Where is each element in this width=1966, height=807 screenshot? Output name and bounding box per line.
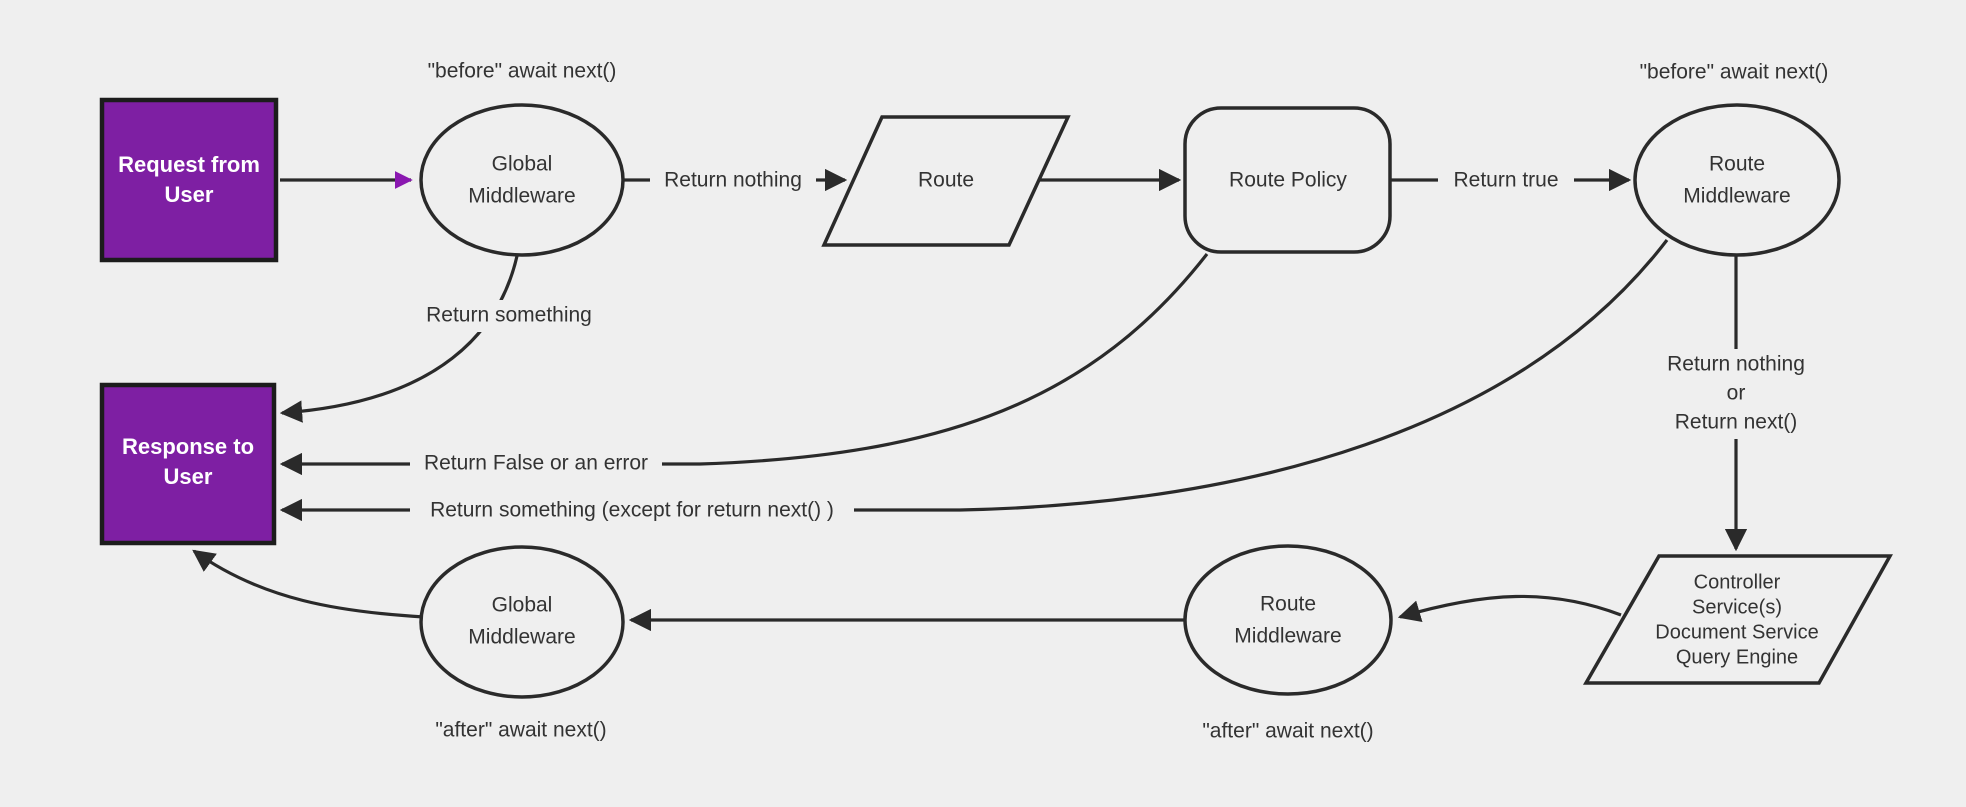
global-middleware-before-label-line2: Middleware xyxy=(468,185,575,208)
request-from-user-box xyxy=(99,97,279,263)
node-controller-services: Controller Service(s) Document Service Q… xyxy=(1582,554,1893,685)
edge-label-return-nothing: Return nothing xyxy=(650,164,816,196)
route-policy-label: Route Policy xyxy=(1229,169,1347,192)
response-to-user-label-line2: User xyxy=(164,464,213,489)
controller-label-line1: Controller xyxy=(1694,571,1781,593)
edge-label-return-stack: Return nothing or Return next() xyxy=(1650,349,1824,439)
edge-label-return-true: Return true xyxy=(1438,165,1574,197)
route-label: Route xyxy=(918,169,974,192)
route-middleware-after-ellipse xyxy=(1183,544,1393,696)
route-middleware-before-label-line2: Middleware xyxy=(1683,185,1790,208)
edge-label-return-stack-line3: Return next() xyxy=(1675,411,1798,434)
route-middleware-before-label-line1: Route xyxy=(1709,153,1765,176)
route-middleware-after-label-line1: Route xyxy=(1260,593,1316,616)
route-middleware-after-label-line2: Middleware xyxy=(1234,625,1341,648)
edge-return-false-to-response xyxy=(279,253,1209,476)
global-middleware-after-label-line2: Middleware xyxy=(468,626,575,649)
edge-label-return-something: Return something xyxy=(410,300,608,332)
edge-label-return-false-error: Return False or an error xyxy=(410,448,662,480)
edge-label-return-nothing-text: Return nothing xyxy=(664,169,802,192)
route-parallelogram xyxy=(821,115,1071,247)
edge-global-middleware-after-to-response xyxy=(192,549,425,619)
node-route-policy: Route Policy xyxy=(1183,106,1392,254)
global-middleware-before-label-line1: Global xyxy=(492,153,553,176)
controller-label-line4: Query Engine xyxy=(1676,646,1798,668)
edge-label-return-stack-line2: or xyxy=(1727,382,1746,405)
edge-label-return-something-text: Return something xyxy=(426,304,592,327)
node-global-middleware-before: Global Middleware xyxy=(419,103,625,257)
node-request-from-user: Request from User xyxy=(99,97,279,263)
annotation-before-await-next-right: "before" await next() xyxy=(1640,61,1829,84)
edge-controller-to-route-middleware-after xyxy=(1397,594,1622,623)
request-from-user-label-line2: User xyxy=(165,182,214,207)
controller-label-line3: Document Service xyxy=(1655,621,1818,643)
edge-return-something-to-response xyxy=(279,255,519,423)
route-policy-rect xyxy=(1183,106,1392,254)
response-to-user-label-line1: Response to xyxy=(122,434,254,459)
edge-return-something-except-to-response xyxy=(279,239,1669,522)
request-from-user-label-line1: Request from xyxy=(118,152,260,177)
node-route-middleware-before: Route Middleware xyxy=(1633,103,1841,257)
controller-label-line2: Service(s) xyxy=(1692,596,1782,618)
global-middleware-after-label-line1: Global xyxy=(492,594,553,617)
edge-label-return-something-except-text: Return something (except for return next… xyxy=(430,499,834,522)
edge-label-return-true-text: Return true xyxy=(1453,169,1558,192)
controller-services-parallelogram xyxy=(1582,554,1893,685)
global-middleware-before-ellipse xyxy=(419,103,625,257)
node-response-to-user: Response to User xyxy=(99,382,277,546)
global-middleware-after-ellipse xyxy=(419,545,625,699)
node-route: Route xyxy=(821,115,1071,247)
node-global-middleware-after: Global Middleware xyxy=(419,545,625,699)
edge-label-return-stack-line1: Return nothing xyxy=(1667,353,1805,376)
node-route-middleware-after: Route Middleware xyxy=(1183,544,1393,696)
annotation-before-await-next-left: "before" await next() xyxy=(428,60,617,83)
edge-label-return-something-except: Return something (except for return next… xyxy=(410,494,854,526)
annotation-after-await-next-left: "after" await next() xyxy=(435,719,606,742)
route-middleware-before-ellipse xyxy=(1633,103,1841,257)
annotation-after-await-next-right: "after" await next() xyxy=(1202,720,1373,743)
response-to-user-box xyxy=(99,382,277,546)
edge-label-return-false-error-text: Return False or an error xyxy=(424,452,648,475)
